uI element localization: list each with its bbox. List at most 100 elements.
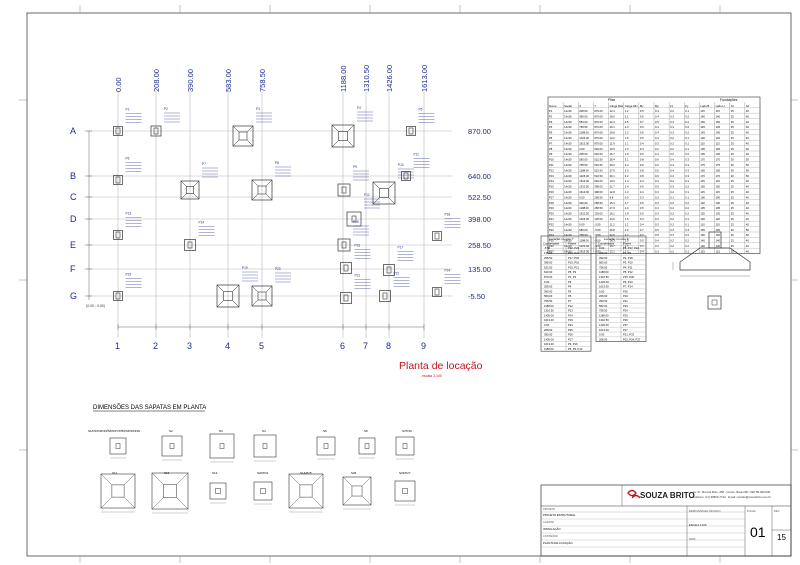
footing-type bbox=[288, 473, 324, 509]
table-cell: 150 bbox=[716, 120, 721, 124]
table-cell: 0.2 bbox=[655, 147, 659, 151]
footing-type-label: S1/P2/P3/P4/P5/P6/P7/P8/P9/P20/P26 bbox=[88, 429, 140, 433]
table-cell: 40 bbox=[746, 244, 749, 248]
tb-value: INSTALAÇÃO bbox=[543, 526, 561, 531]
table-cell: 0.3 bbox=[655, 212, 659, 216]
table-cell: 40 bbox=[746, 152, 749, 156]
table-cell: 0.6 bbox=[640, 131, 644, 135]
footing-type bbox=[209, 433, 235, 459]
table-cell: 0.3 bbox=[685, 163, 689, 167]
axis-coord-x: 1188.00 bbox=[339, 65, 348, 92]
footing-label: P3 bbox=[256, 107, 260, 111]
table-cell: 0.4 bbox=[655, 152, 659, 156]
table-cell: 0.3 bbox=[670, 228, 674, 232]
table-cell: 30 bbox=[731, 233, 734, 237]
table-cell: -5.50 bbox=[594, 228, 601, 232]
loc-table-cell: 1613.00 bbox=[599, 328, 609, 332]
footing-edge bbox=[331, 124, 339, 132]
table-cell: 0.4 bbox=[640, 190, 644, 194]
table-cell: 0.4 bbox=[670, 158, 674, 162]
table-cell: 758.50 bbox=[579, 163, 588, 167]
loc-table-cell: 1310.50 bbox=[599, 318, 609, 322]
footing-edge bbox=[331, 140, 339, 148]
table-cell: 1188.00 bbox=[579, 206, 589, 210]
table-col-header: Seção bbox=[564, 104, 572, 108]
pillar bbox=[215, 488, 221, 494]
table-cell: 11.9 bbox=[610, 141, 616, 145]
table-cell: P18 bbox=[549, 201, 554, 205]
table-cell: 135 bbox=[700, 206, 705, 210]
loc-table-cell: P27 bbox=[623, 323, 628, 327]
table-cell: 15.7 bbox=[610, 244, 616, 248]
loc-table-cell: 0.00 bbox=[544, 280, 550, 284]
table-cell: 1188.00 bbox=[579, 131, 589, 135]
table-cell: P2 bbox=[549, 114, 553, 118]
table-cell: 0.2 bbox=[685, 185, 689, 189]
table-cell: P16 bbox=[549, 190, 554, 194]
loc-table-cell: 1426.00 bbox=[544, 313, 554, 317]
table-cell: 2.3 bbox=[625, 125, 629, 129]
pillar bbox=[115, 443, 121, 449]
table-cell: 0.3 bbox=[655, 201, 659, 205]
pillar bbox=[341, 241, 347, 249]
table-cell: 14x30 bbox=[564, 141, 572, 145]
footing-edge bbox=[232, 125, 240, 133]
footing-edge bbox=[180, 193, 187, 200]
pillar bbox=[238, 131, 248, 141]
axis-coord-x: 0.00 bbox=[114, 77, 123, 92]
table-cell: 0.9 bbox=[640, 163, 644, 167]
table-cell: 1.0 bbox=[625, 147, 629, 151]
table-cell: 10.5 bbox=[610, 147, 616, 151]
table-cell: 170 bbox=[700, 174, 705, 178]
axis-label-x: 7 bbox=[363, 341, 368, 351]
footing bbox=[251, 179, 273, 201]
table-cell: 0.3 bbox=[670, 120, 674, 124]
loc-table-cell: P20, P21 bbox=[568, 251, 580, 255]
table-cell: 16.1 bbox=[610, 212, 616, 216]
table-cell: 29.1 bbox=[610, 174, 616, 178]
company-contact: Telefone: (11) 98800-7744 · Email: conta… bbox=[693, 495, 771, 499]
table-cell: 0.3 bbox=[655, 222, 659, 226]
table-col-header: Mx bbox=[640, 104, 644, 108]
table-cell: 1.4 bbox=[625, 179, 629, 183]
tb-value: PROJETO ESTRUTURAL bbox=[543, 513, 576, 517]
pillar bbox=[153, 127, 159, 135]
table-cell: 640.00 bbox=[594, 147, 603, 151]
table-cell: 18.3 bbox=[610, 239, 616, 243]
axis-label-x: 6 bbox=[340, 341, 345, 351]
table-cell: 135 bbox=[716, 152, 721, 156]
footing-label: P11 bbox=[414, 153, 420, 157]
table-cell: 40 bbox=[746, 136, 749, 140]
footing-type-label: S2 bbox=[169, 429, 173, 433]
pillar bbox=[115, 231, 121, 239]
pillar bbox=[115, 127, 121, 135]
table-cell: 130 bbox=[700, 244, 705, 248]
loc-table-cell: 398.00 bbox=[544, 261, 553, 265]
table-cell: 50 bbox=[746, 163, 749, 167]
loc-table-cell: P12 bbox=[568, 304, 573, 308]
loc-table-cell: 640.00 bbox=[544, 270, 553, 274]
footing bbox=[216, 284, 240, 308]
footing bbox=[337, 183, 351, 197]
footing-label: P13 bbox=[126, 212, 132, 216]
table-cell: 2.9 bbox=[625, 228, 629, 232]
tb-value: PLANTA DE LOCAÇÃO bbox=[543, 540, 573, 545]
table-cell: P17 bbox=[549, 195, 554, 199]
table-cell: 115 bbox=[700, 190, 705, 194]
table-cell: 115 bbox=[716, 109, 721, 113]
pillar bbox=[351, 485, 363, 497]
column-section bbox=[708, 231, 722, 249]
table-cell: 25 bbox=[731, 125, 734, 129]
footing-edge bbox=[251, 179, 259, 187]
table-cell: 25 bbox=[731, 131, 734, 135]
table-cell: 105 bbox=[716, 147, 721, 151]
table-cell: P11 bbox=[549, 163, 554, 167]
loc-table-cell: 0.00 bbox=[599, 246, 605, 250]
loc-table-cell: P19 bbox=[623, 294, 628, 298]
axis-label-y: E bbox=[70, 240, 76, 250]
table-cell: 640.00 bbox=[594, 152, 603, 156]
loc-table-cell: 758.50 bbox=[544, 299, 553, 303]
axis-label-x: 8 bbox=[386, 341, 391, 351]
